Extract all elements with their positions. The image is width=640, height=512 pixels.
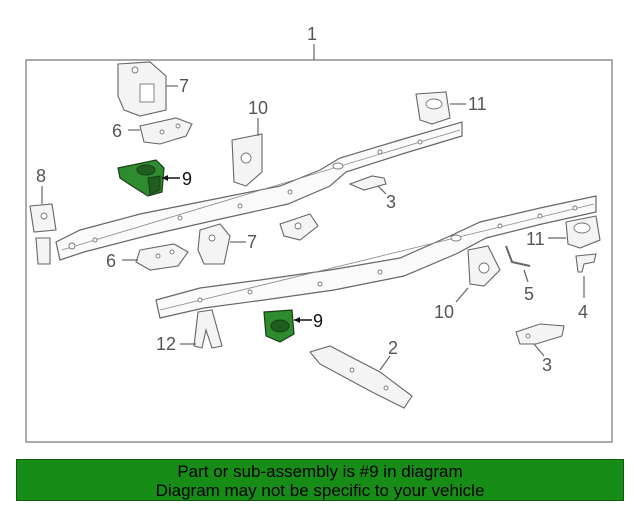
parts-diagram: 1 7 6	[25, 24, 613, 443]
part-3-upper	[348, 175, 387, 191]
lower-frame-rail	[155, 195, 597, 319]
part-5	[505, 245, 531, 267]
banner-line-1: Part or sub-assembly is #9 in diagram	[177, 462, 463, 481]
upper-frame-rail	[55, 121, 463, 261]
callout-3b: 3	[542, 355, 552, 375]
callout-3a-leader	[377, 185, 387, 195]
part-9-upper-highlighted	[117, 159, 165, 197]
part-7-lower	[197, 223, 231, 265]
part-2-crossmember	[309, 345, 413, 409]
part-11-upper	[415, 91, 451, 125]
callout-9b-arrowhead	[294, 317, 300, 323]
banner-line-2: Diagram may not be specific to your vehi…	[155, 481, 485, 500]
callout-10b: 10	[434, 302, 454, 322]
callout-6a: 6	[112, 121, 122, 141]
part-6-lower	[135, 243, 189, 271]
callout-10b-leader	[455, 287, 469, 303]
part-7-upper	[117, 61, 167, 117]
callout-8: 8	[36, 166, 46, 186]
callout-11b: 11	[526, 229, 545, 249]
assembly-outline	[25, 59, 613, 443]
callout-7a: 7	[179, 76, 189, 96]
callout-3b-leader	[533, 343, 545, 357]
callout-9b: 9	[313, 311, 323, 331]
part-6-upper	[139, 117, 193, 145]
part-3-lower	[515, 323, 565, 345]
part-10-lower	[467, 245, 501, 287]
part-8	[29, 203, 57, 265]
callout-5: 5	[524, 284, 534, 304]
callout-6b: 6	[106, 251, 116, 271]
part-10-upper	[231, 133, 263, 187]
callout-12: 12	[156, 334, 176, 354]
callout-7b: 7	[247, 232, 257, 252]
callout-11a: 11	[468, 94, 487, 114]
info-banner: Part or sub-assembly is #9 in diagram Di…	[16, 459, 624, 501]
callout-10a: 10	[248, 98, 268, 118]
callout-2: 2	[388, 338, 398, 358]
callout-3a: 3	[386, 192, 396, 212]
part-9-lower-highlighted	[263, 309, 295, 343]
part-4	[575, 253, 597, 273]
part-11-lower	[565, 215, 601, 249]
callout-9a-arrowhead	[162, 175, 168, 181]
part-12	[193, 309, 223, 349]
callout-2-leader	[379, 355, 391, 371]
callout-4: 4	[578, 302, 588, 322]
callout-9a: 9	[182, 169, 192, 189]
callout-5-leader	[523, 269, 529, 283]
crossmember-bracket	[279, 213, 319, 241]
callout-1: 1	[307, 24, 317, 44]
